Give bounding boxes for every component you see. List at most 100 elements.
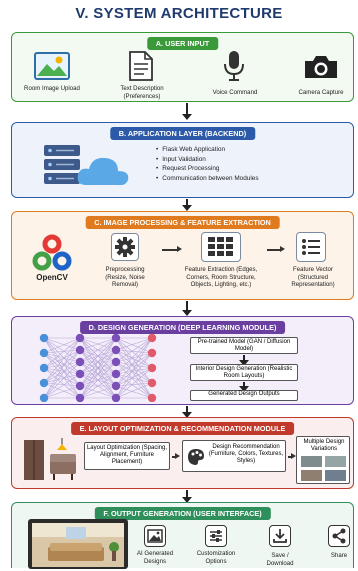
nn-edge xyxy=(115,361,153,384)
section-output: F. OUTPUT GENERATION (USER INTERFACE) AI… xyxy=(11,502,354,569)
flow-arrow xyxy=(162,246,182,252)
nn-node xyxy=(39,348,49,358)
variation-thumb xyxy=(301,470,322,481)
nn-edge xyxy=(115,337,153,387)
nn-edge xyxy=(43,382,81,399)
nn-edge xyxy=(43,382,81,387)
section-header: E. LAYOUT OPTIMIZATION & RECOMMENDATION … xyxy=(70,422,295,435)
nn-edge xyxy=(79,361,117,399)
nn-node xyxy=(39,334,49,343)
palette-icon xyxy=(188,449,204,465)
variations-box: Multiple Design Variations xyxy=(296,436,350,484)
gear-icon xyxy=(111,233,139,261)
nn-node xyxy=(147,334,157,343)
nn-edge xyxy=(43,373,81,399)
nn-edge xyxy=(43,337,81,354)
flow-arrow xyxy=(182,490,192,503)
nn-node xyxy=(111,334,121,343)
grid-icon xyxy=(201,232,241,262)
nn-edge xyxy=(43,373,81,384)
outputs-box: Generated Design Outputs xyxy=(190,390,298,401)
nn-edge xyxy=(115,367,153,399)
nn-edge xyxy=(43,337,81,399)
image-icon xyxy=(144,525,166,547)
nn-edge xyxy=(79,337,117,399)
nn-node xyxy=(147,363,157,373)
nn-node xyxy=(75,345,85,355)
nn-edge xyxy=(115,337,153,354)
nn-edge xyxy=(43,337,81,384)
generation-box: Interior Design Generation (Realistic Ro… xyxy=(190,364,298,381)
server-cloud-icon xyxy=(44,145,129,186)
flow-arrow xyxy=(182,103,192,120)
nn-edge xyxy=(115,349,153,354)
flow-arrow xyxy=(267,246,285,252)
section-header: F. OUTPUT GENERATION (USER INTERFACE) xyxy=(94,507,271,520)
opencv-label: OpenCV xyxy=(36,273,68,282)
output-label: AI Generated Designs xyxy=(136,550,174,565)
layout-box: Layout Optimization (Spacing, Alignment,… xyxy=(84,442,170,470)
nn-edge xyxy=(43,367,81,375)
nn-edge xyxy=(43,349,81,384)
nn-edge xyxy=(43,385,81,399)
document-icon xyxy=(129,51,153,81)
nn-edge xyxy=(115,367,153,387)
nn-node xyxy=(147,393,157,402)
nn-edge xyxy=(43,352,81,363)
nn-node xyxy=(111,393,121,402)
nn-edge xyxy=(43,352,81,399)
recommendation-label: Design Recommendation (Furniture, Colors… xyxy=(208,444,284,464)
list-item: Communication between Modules xyxy=(156,174,258,184)
nn-edge xyxy=(43,367,81,399)
nn-node xyxy=(111,357,121,367)
nn-edge xyxy=(115,349,153,384)
nn-edge xyxy=(115,337,153,369)
input-label: Text Description (Preferences) xyxy=(120,85,164,100)
section-header: C. IMAGE PROCESSING & FEATURE EXTRACTION xyxy=(85,216,280,229)
list-icon xyxy=(296,232,326,262)
nn-edge xyxy=(79,337,117,363)
section-image-processing: C. IMAGE PROCESSING & FEATURE EXTRACTION… xyxy=(11,211,354,300)
nn-edge xyxy=(43,367,81,387)
nn-edge xyxy=(43,349,81,369)
share-icon xyxy=(328,525,350,547)
list-item: Flask Web Application xyxy=(156,145,259,155)
download-icon xyxy=(269,525,291,547)
model-box: Pre-trained Model (GAN / Diffusion Model… xyxy=(190,337,298,354)
nn-node xyxy=(39,363,49,373)
section-header: A. USER INPUT xyxy=(146,37,219,50)
input-label: Camera Capture xyxy=(298,89,344,96)
nn-edge xyxy=(115,337,153,399)
camera-icon xyxy=(305,56,337,78)
opencv-logo-icon xyxy=(32,234,72,271)
nn-node xyxy=(111,381,121,391)
backend-list: Flask Web Application Input Validation R… xyxy=(156,145,259,184)
furniture-icon xyxy=(24,438,76,480)
nn-node xyxy=(39,393,49,402)
variation-thumb xyxy=(301,456,322,467)
input-label: Voice Command xyxy=(212,89,258,96)
monitor-icon xyxy=(28,519,128,569)
nn-edge xyxy=(115,367,153,375)
section-header: D. DESIGN GENERATION (DEEP LEARNING MODU… xyxy=(79,321,286,334)
nn-node xyxy=(147,348,157,358)
output-label: Save / Download xyxy=(266,552,294,567)
variation-thumb xyxy=(325,470,346,481)
nn-node xyxy=(75,381,85,391)
nn-edge xyxy=(115,337,153,384)
nn-edge xyxy=(115,382,153,387)
section-user-input: A. USER INPUT Room Image Upload Text Des… xyxy=(11,32,354,102)
image-icon xyxy=(34,52,70,80)
nn-node xyxy=(75,369,85,379)
step-label: Feature Vector (Structured Representatio… xyxy=(291,266,335,288)
nn-edge xyxy=(43,361,81,399)
nn-edge xyxy=(79,373,117,399)
flow-arrow xyxy=(182,301,192,316)
recommendation-box: Design Recommendation (Furniture, Colors… xyxy=(182,440,286,472)
nn-edge xyxy=(43,352,81,375)
flow-arrow xyxy=(172,453,180,459)
list-item: Input Validation xyxy=(156,155,259,165)
nn-edge xyxy=(43,337,81,351)
nn-edge xyxy=(79,337,117,375)
nn-edge xyxy=(43,337,81,363)
